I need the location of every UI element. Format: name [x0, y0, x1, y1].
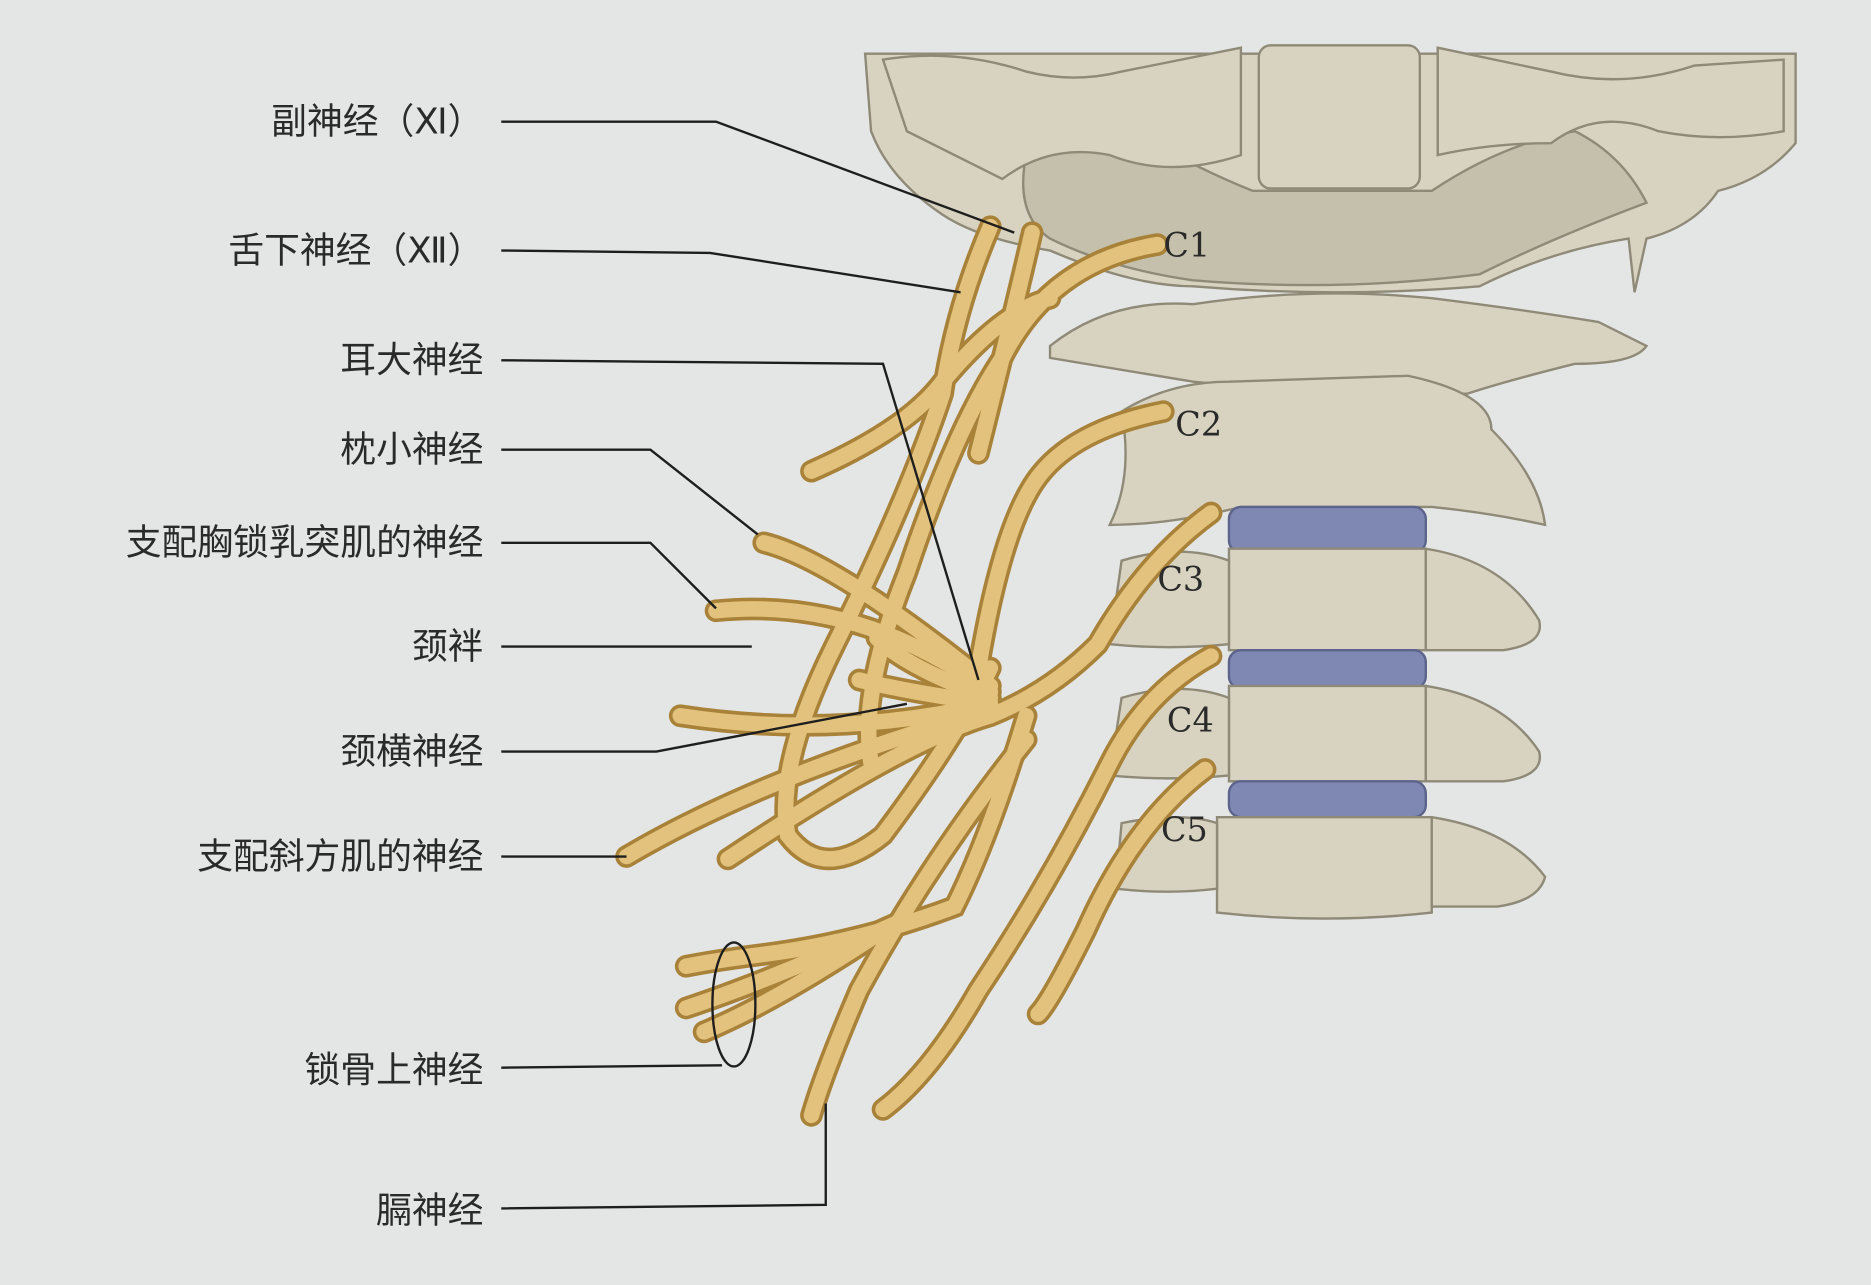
label-lesser-occipital-nerve: 枕小神经 — [340, 430, 483, 471]
label-c3: C3 — [1157, 559, 1204, 598]
nerve-labels: 副神经（Ⅺ） 舌下神经（Ⅻ） 耳大神经 枕小神经 支配胸锁乳突肌的神经 颈袢 颈… — [126, 102, 484, 1232]
label-c2: C2 — [1175, 404, 1222, 443]
supraclavicular-bracket — [711, 941, 757, 1068]
nerve-network — [615, 215, 1223, 1127]
leader-lines — [501, 120, 1015, 1210]
label-transverse-cervical-nerve: 颈横神经 — [340, 731, 483, 772]
label-c4: C4 — [1167, 700, 1214, 739]
skull-base — [863, 44, 1797, 294]
label-supraclavicular-nerves: 锁骨上神经 — [305, 1050, 484, 1091]
axis — [1107, 374, 1547, 527]
label-phrenic-nerve: 膈神经 — [376, 1191, 483, 1232]
cervical-spine — [1048, 292, 1649, 920]
label-c1: C1 — [1163, 225, 1210, 264]
label-nerve-to-trapezius: 支配斜方肌的神经 — [197, 836, 483, 877]
occipital-bone — [1257, 44, 1422, 190]
label-c5: C5 — [1161, 810, 1208, 849]
label-nerve-to-sternocleidomastoid: 支配胸锁乳突肌的神经 — [126, 523, 484, 564]
vertebra-labels: C1 C2 C3 C4 C5 — [1157, 225, 1222, 849]
label-great-auricular-nerve: 耳大神经 — [340, 340, 483, 381]
label-accessory-nerve: 副神经（Ⅺ） — [271, 102, 483, 143]
label-ansa-cervicalis: 颈袢 — [412, 626, 484, 667]
label-hypoglossal-nerve: 舌下神经（Ⅻ） — [228, 230, 483, 271]
